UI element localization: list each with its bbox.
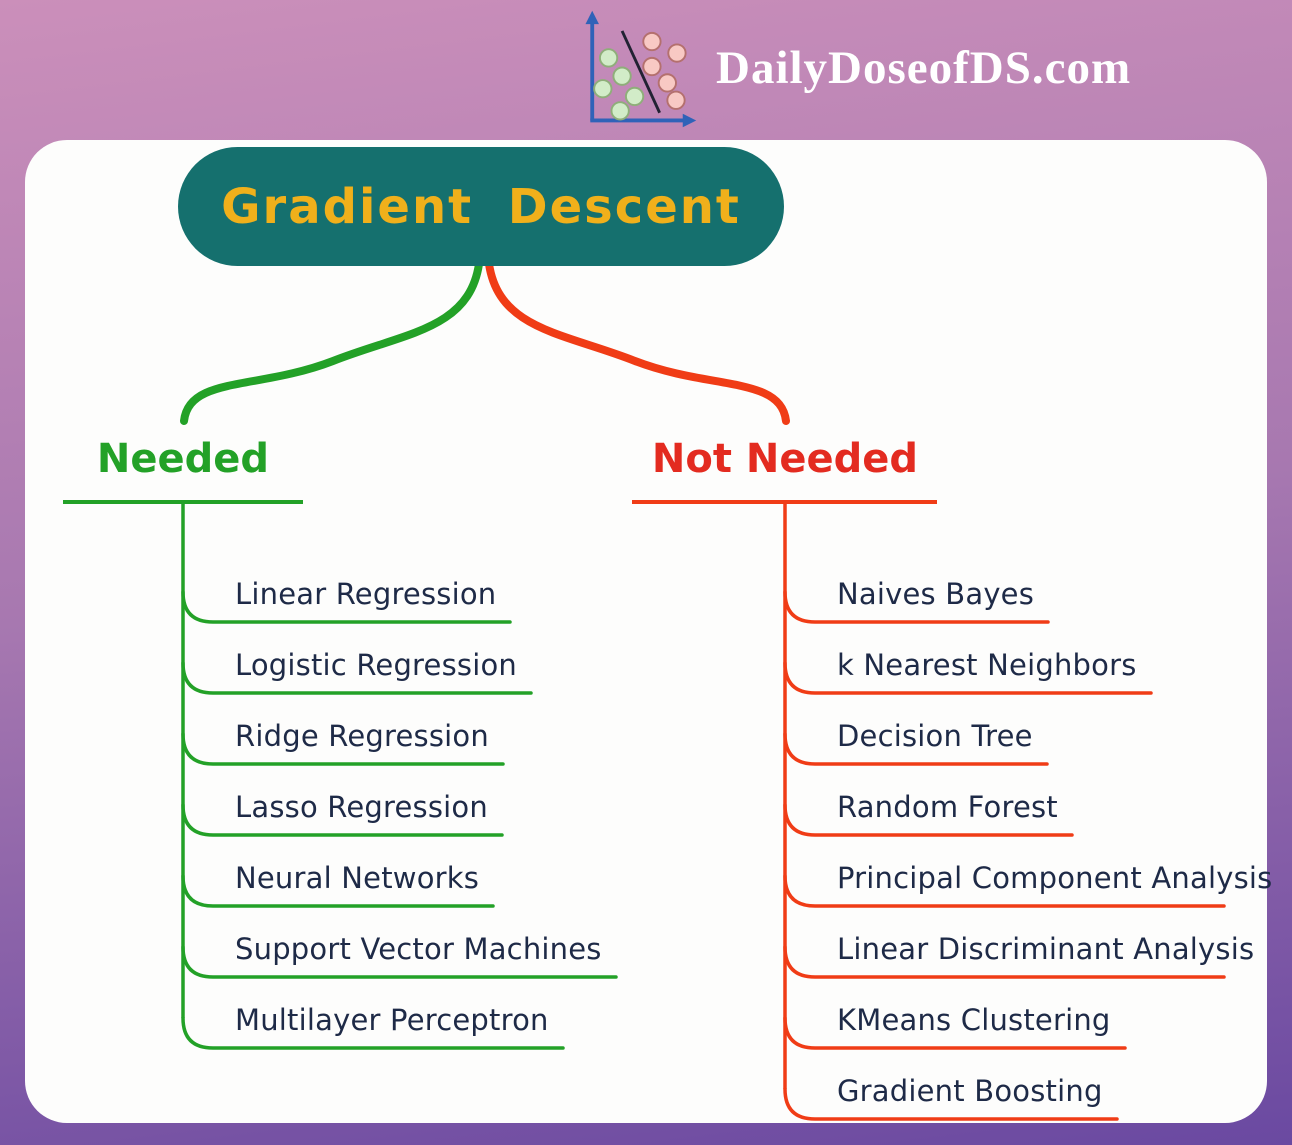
list-item: Support Vector Machines <box>235 932 602 966</box>
list-item: Logistic Regression <box>235 648 517 682</box>
branch-label-not-needed: Not Needed <box>651 436 919 482</box>
root-node: Gradient Descent <box>178 147 784 266</box>
list-item: Gradient Boosting <box>837 1074 1103 1108</box>
list-item: Decision Tree <box>837 719 1033 753</box>
list-item: Ridge Regression <box>235 719 489 753</box>
site-header: DailyDoseofDS.com <box>576 2 1131 134</box>
list-item: Lasso Regression <box>235 790 488 824</box>
branch-label-needed: Needed <box>96 436 270 482</box>
site-title: DailyDoseofDS.com <box>716 42 1132 94</box>
list-item: Naives Bayes <box>837 577 1035 611</box>
list-item: k Nearest Neighbors <box>837 648 1137 682</box>
list-item: Linear Discriminant Analysis <box>837 932 1255 966</box>
list-item: Linear Regression <box>235 577 497 611</box>
content-card <box>25 140 1267 1123</box>
list-item: Principal Component Analysis <box>837 861 1273 895</box>
list-item: Multilayer Perceptron <box>235 1003 549 1037</box>
root-node-label: Gradient Descent <box>221 178 741 235</box>
list-item: Random Forest <box>837 790 1058 824</box>
list-item: Neural Networks <box>235 861 480 895</box>
list-item: KMeans Clustering <box>837 1003 1111 1037</box>
scatter-plot-logo-icon <box>585 10 697 128</box>
